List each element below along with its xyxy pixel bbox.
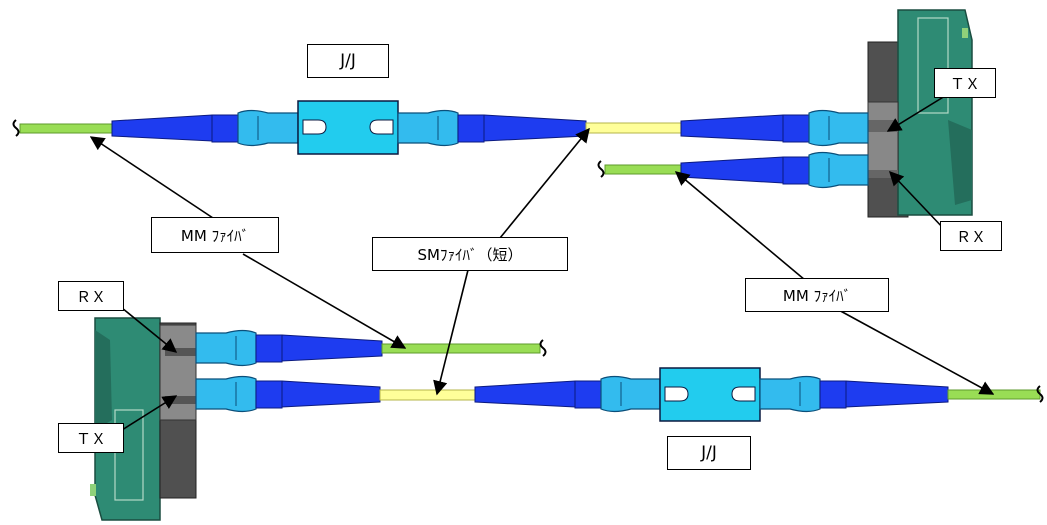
callout-rx-bottom <box>121 307 178 353</box>
callout-mm-right-down <box>834 307 995 395</box>
sm-fiber-bottom <box>379 389 476 401</box>
label-jj-bottom: J/J <box>667 436 751 470</box>
callout-lines <box>89 95 995 431</box>
mm-fiber-bottom-right <box>947 389 1041 400</box>
label-mm-fiber-right: MM ﾌｧｲﾊﾞ <box>745 278 889 312</box>
bottom-rx-run <box>195 329 547 367</box>
bottom-tx-run <box>195 367 1044 422</box>
label-tx-bottom: ＴＸ <box>58 423 124 453</box>
sm-fiber-top <box>585 122 682 134</box>
callout-mm-right-up <box>674 171 806 281</box>
callout-tx-top <box>886 95 946 132</box>
label-rx-bottom: ＲＸ <box>58 281 124 311</box>
callout-tx-bottom <box>121 395 178 431</box>
callout-rx-top <box>889 170 946 231</box>
label-sm-fiber-short: SMﾌｧｲﾊﾞ（短） <box>372 237 568 271</box>
label-mm-fiber-left: MM ﾌｧｲﾊﾞ <box>151 217 279 253</box>
top-right-module <box>867 9 973 218</box>
callout-mm-left-down <box>242 253 407 349</box>
callout-sm-down <box>433 269 469 396</box>
callout-sm-up <box>499 127 590 239</box>
label-rx-top: ＲＸ <box>940 221 1002 251</box>
mm-fiber-top-right <box>604 164 682 175</box>
label-jj-top: J/J <box>307 44 389 78</box>
mm-fiber-bottom-left <box>381 343 541 354</box>
top-fiber-run <box>12 100 869 155</box>
callout-mm-left-up <box>89 136 214 219</box>
top-rx-run <box>597 151 869 189</box>
bottom-left-module <box>90 317 197 521</box>
label-tx-top: ＴＸ <box>934 68 996 98</box>
mm-fiber-top-left <box>19 123 113 134</box>
